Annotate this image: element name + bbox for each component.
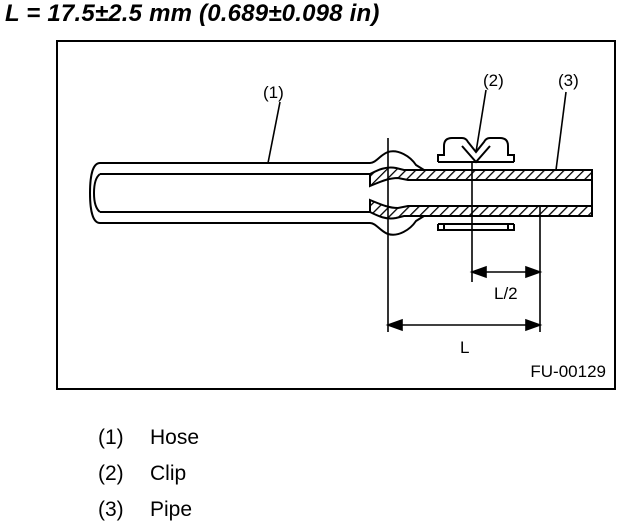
callout-pipe: (3) bbox=[558, 71, 579, 90]
dimension-half-label: L/2 bbox=[494, 284, 518, 303]
hose-clip-diagram: (1) (2) (3) L/2 L bbox=[88, 71, 593, 357]
legend-item: (3) Pipe bbox=[98, 492, 199, 528]
leader-lines bbox=[267, 91, 567, 171]
dimension-lines bbox=[385, 138, 543, 332]
legend-label: Pipe bbox=[150, 498, 193, 521]
pipe bbox=[369, 161, 593, 225]
page-title: L = 17.5±2.5 mm (0.689±0.098 in) bbox=[5, 0, 380, 27]
legend-number: (2) bbox=[98, 462, 124, 485]
legend-item: (2) Clip bbox=[98, 456, 199, 492]
hose bbox=[88, 150, 425, 236]
dimension-full-label: L bbox=[460, 338, 469, 357]
diagram-frame: (1) (2) (3) L/2 L FU-00129 bbox=[56, 40, 616, 390]
callout-hose: (1) bbox=[263, 83, 284, 102]
clip bbox=[437, 89, 515, 231]
legend-label: Clip bbox=[150, 462, 187, 485]
legend: (1) Hose (2) Clip (3) Pipe bbox=[98, 420, 199, 528]
legend-number: (1) bbox=[98, 426, 124, 449]
callout-clip: (2) bbox=[483, 71, 504, 90]
legend-label: Hose bbox=[150, 426, 200, 449]
figure-code: FU-00129 bbox=[530, 362, 606, 381]
legend-item: (1) Hose bbox=[98, 420, 199, 456]
legend-number: (3) bbox=[98, 498, 124, 521]
